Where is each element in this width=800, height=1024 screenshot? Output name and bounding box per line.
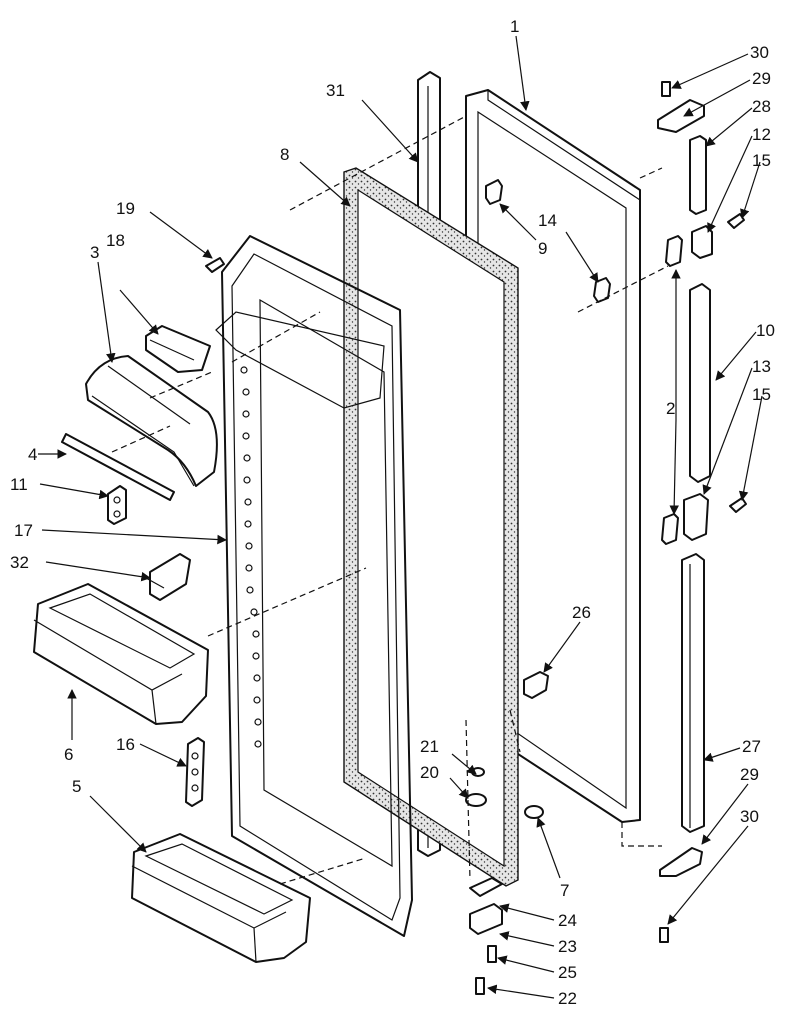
label-part-15-lower: 15 bbox=[752, 385, 771, 404]
label-part-26: 26 bbox=[572, 603, 591, 622]
label-part-21: 21 bbox=[420, 737, 439, 756]
label-part-30-bottom: 30 bbox=[740, 807, 759, 826]
door-bin-upper bbox=[33, 583, 209, 725]
liner-mounting-holes bbox=[240, 366, 262, 748]
label-part-11: 11 bbox=[10, 475, 28, 494]
label-part-12: 12 bbox=[752, 125, 771, 144]
hinge-part-24 bbox=[469, 877, 503, 897]
label-part-7: 7 bbox=[560, 881, 569, 900]
hinge-part-23 bbox=[469, 903, 503, 935]
label-part-16: 16 bbox=[116, 735, 135, 754]
hinge-cover-10 bbox=[689, 283, 711, 483]
label-part-31: 31 bbox=[326, 81, 345, 100]
label-part-27: 27 bbox=[742, 737, 761, 756]
hinge-cover-27 bbox=[681, 553, 705, 833]
label-part-17: 17 bbox=[14, 521, 33, 540]
label-part-4: 4 bbox=[28, 445, 37, 464]
part-number-labels: 1 31 8 19 18 3 4 11 17 32 6 16 5 9 14 26… bbox=[10, 17, 775, 1008]
top-hinge-screw bbox=[661, 81, 671, 97]
hinge-screw-15-lower bbox=[729, 497, 747, 513]
label-part-2: 2 bbox=[666, 399, 675, 418]
label-part-30-top: 30 bbox=[750, 43, 769, 62]
plug-7 bbox=[524, 805, 544, 819]
alignment-lines bbox=[111, 115, 669, 885]
label-part-20: 20 bbox=[420, 763, 439, 782]
door-bin-lower bbox=[131, 833, 311, 963]
door-gasket-frame bbox=[343, 167, 519, 887]
leader-arrows bbox=[38, 35, 763, 999]
screw-25 bbox=[487, 945, 497, 963]
bottom-hinge-screw bbox=[659, 927, 669, 943]
screw-19 bbox=[205, 257, 225, 273]
label-part-19: 19 bbox=[116, 199, 135, 218]
label-part-25: 25 bbox=[558, 963, 577, 982]
bracket-16 bbox=[185, 737, 205, 807]
hinge-bracket-2-upper bbox=[665, 235, 683, 267]
label-part-5: 5 bbox=[72, 777, 81, 796]
clip-26 bbox=[523, 671, 549, 699]
hinge-bracket-12 bbox=[691, 225, 713, 259]
bushing-20 bbox=[465, 793, 487, 807]
label-part-18: 18 bbox=[106, 231, 125, 250]
label-part-13: 13 bbox=[752, 357, 771, 376]
label-part-24: 24 bbox=[558, 911, 577, 930]
label-part-29-bottom: 29 bbox=[740, 765, 759, 784]
hinge-bracket-13 bbox=[683, 493, 709, 541]
label-part-1: 1 bbox=[510, 17, 519, 36]
label-part-3: 3 bbox=[90, 243, 99, 262]
hinge-screw-15-upper bbox=[727, 213, 745, 229]
label-part-22: 22 bbox=[558, 989, 577, 1008]
clip-14 bbox=[593, 277, 611, 303]
label-part-8: 8 bbox=[280, 145, 289, 164]
label-part-28: 28 bbox=[752, 97, 771, 116]
label-part-6: 6 bbox=[64, 745, 73, 764]
inner-door-liner bbox=[215, 235, 413, 937]
label-part-15-upper: 15 bbox=[752, 151, 771, 170]
hinge-bracket-2-lower bbox=[661, 513, 679, 545]
screw-22 bbox=[475, 977, 485, 995]
plug-9 bbox=[485, 179, 503, 205]
dairy-door-bar bbox=[61, 433, 175, 501]
bottom-hinge-cap bbox=[659, 847, 703, 877]
label-part-14: 14 bbox=[538, 211, 557, 230]
top-hinge-cap bbox=[657, 99, 705, 133]
label-part-32: 32 bbox=[10, 553, 29, 572]
label-part-10: 10 bbox=[756, 321, 775, 340]
hinge-bracket-11 bbox=[107, 485, 127, 525]
small-cover bbox=[145, 325, 211, 373]
hinge-cover-28 bbox=[689, 135, 707, 215]
shelf-bracket-32 bbox=[145, 553, 191, 601]
label-part-29-top: 29 bbox=[752, 69, 771, 88]
label-part-9: 9 bbox=[538, 239, 547, 258]
label-part-23: 23 bbox=[558, 937, 577, 956]
